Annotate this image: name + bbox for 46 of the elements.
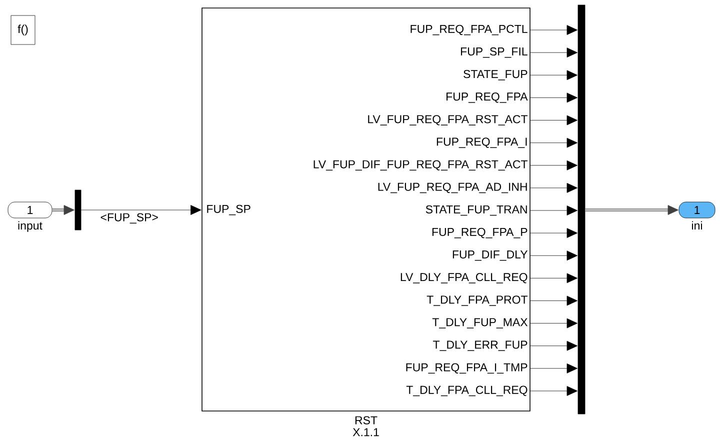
arrow — [530, 318, 578, 328]
port-label: T_DLY_ERR_FUP — [433, 340, 528, 351]
port-label: T_DLY_FPA_CLL_REQ — [406, 386, 528, 396]
port-label: LV_DLY_FPA_CLL_REQ — [400, 273, 528, 284]
port-label: FUP_REQ_FPA — [446, 92, 528, 103]
port-label: FUP_REQ_FPA_I — [436, 138, 527, 148]
arrow — [530, 92, 578, 103]
function-block: f() — [10, 15, 36, 45]
arrow — [530, 250, 578, 261]
arrow — [530, 296, 578, 306]
port-label: FUP_SP_FIL — [461, 47, 528, 58]
arrow — [530, 160, 578, 170]
port-oval: 1 — [678, 202, 716, 218]
block-label: RST — [355, 416, 378, 424]
arrow — [530, 115, 578, 126]
arrow — [530, 25, 578, 35]
port-label: STATE_FUP_TRAN — [426, 205, 527, 216]
port-label: STATE_FUP — [464, 70, 528, 80]
arrow — [81, 205, 202, 215]
port-label: FUP_REQ_FPA_P — [432, 228, 528, 238]
port-label: FUP_REQ_FPA_PCTL — [410, 24, 528, 36]
arrow — [530, 206, 578, 216]
block-label: X.1.1 — [352, 428, 379, 436]
arrow — [52, 205, 75, 215]
arrow — [530, 340, 578, 351]
arrow — [530, 48, 578, 58]
arrow — [530, 70, 578, 80]
block-label: input — [18, 221, 42, 232]
port-label: FUP_SP — [207, 204, 250, 216]
arrow — [530, 138, 578, 148]
arrow — [530, 363, 578, 374]
arrow — [530, 182, 578, 193]
edge-label: <FUP_SP> — [99, 212, 160, 225]
port-label: T_DLY_FPA_PROT — [426, 296, 528, 306]
port-label: LV_FUP_REQ_FPA_AD_INH — [378, 182, 527, 194]
port-label: LV_FUP_REQ_FPA_RST_ACT — [368, 115, 528, 126]
port-label: LV_FUP_DIF_FUP_REQ_FPA_RST_ACT — [314, 160, 528, 171]
arrow — [530, 273, 578, 284]
port-label: T_DLY_FUP_MAX — [432, 318, 528, 328]
arrow — [530, 386, 578, 396]
port-label: FUP_REQ_FPA_I_TMP — [406, 363, 528, 374]
arrow — [585, 205, 679, 215]
arrow — [530, 228, 578, 238]
block-label: ini — [692, 221, 702, 230]
port-label: FUP_DIF_DLY — [452, 250, 528, 261]
bus-bar — [74, 190, 82, 230]
